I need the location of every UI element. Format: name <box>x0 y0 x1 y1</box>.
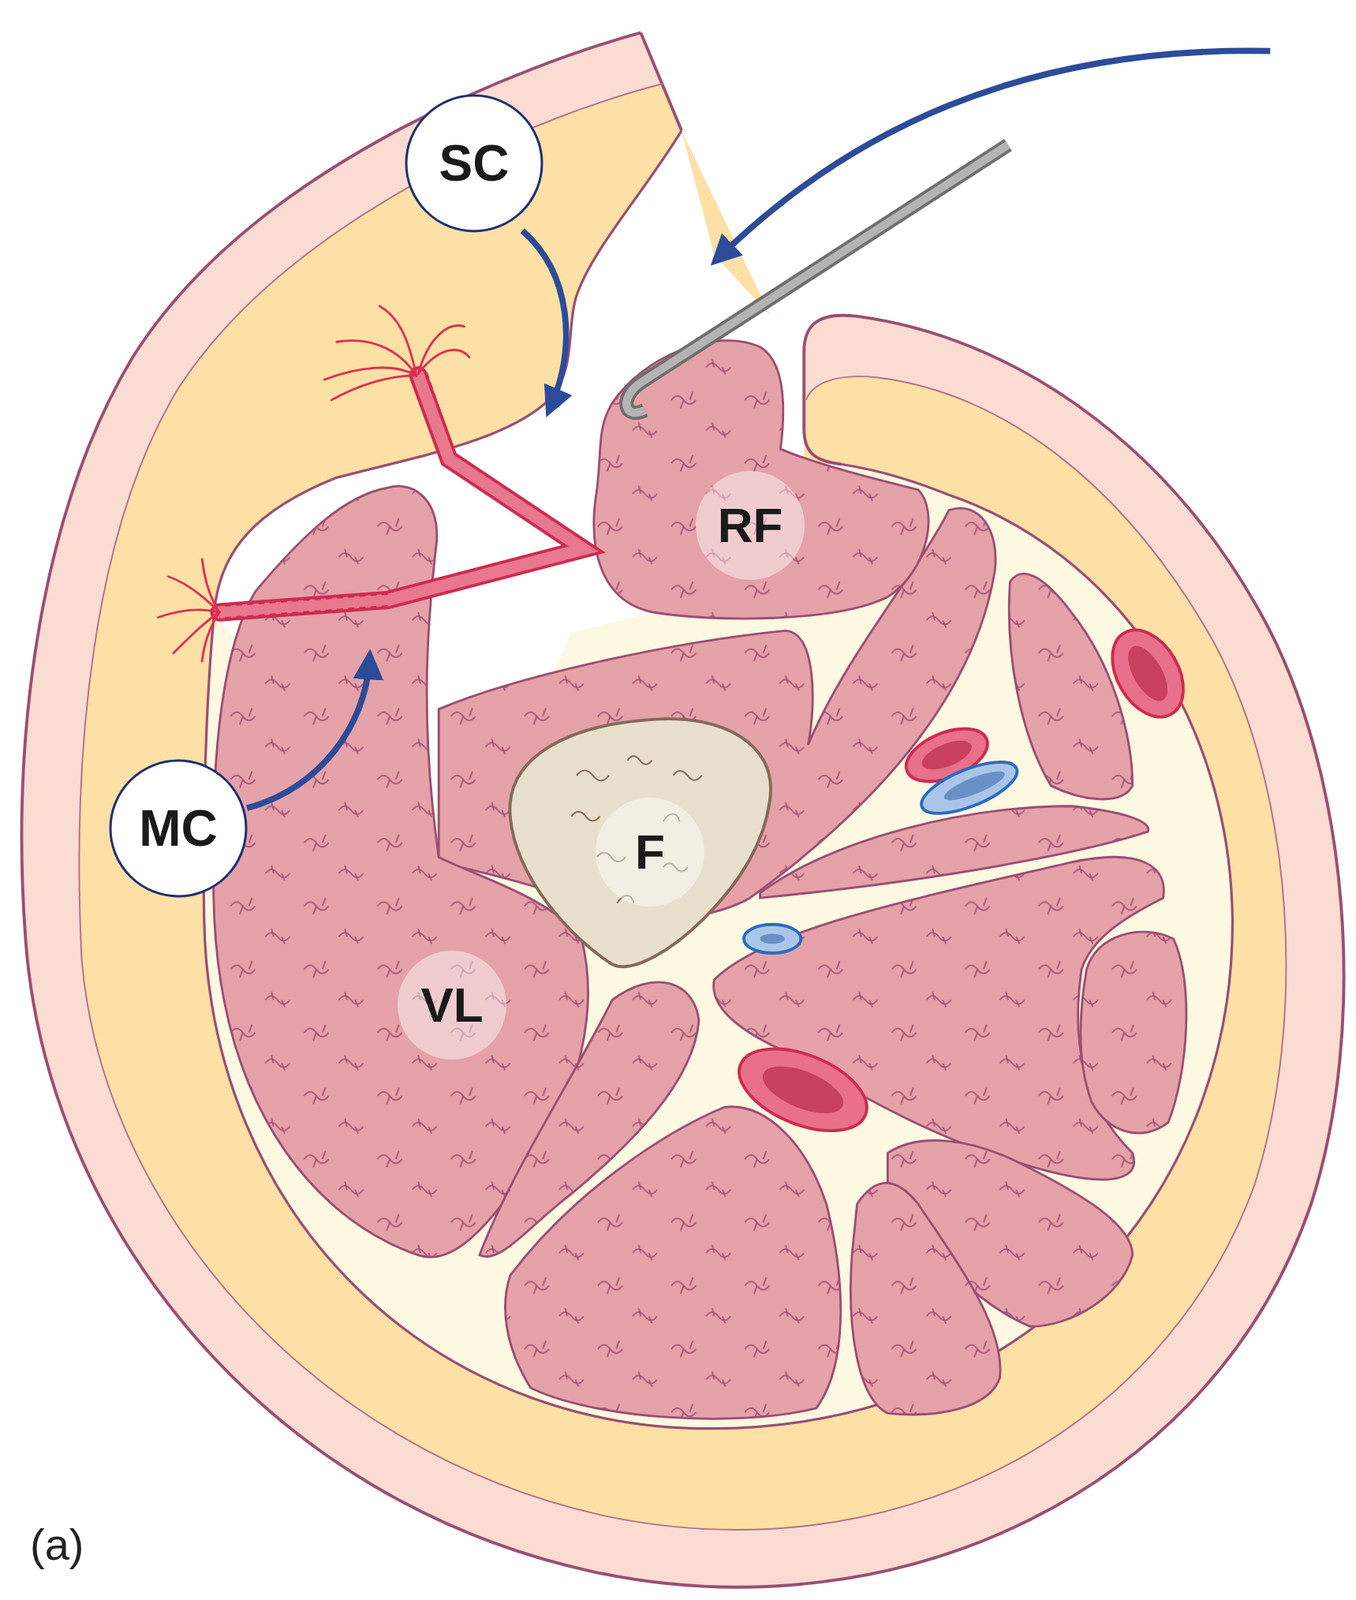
sartorius <box>1008 573 1132 800</box>
marrow-trabecula <box>576 769 609 781</box>
branch <box>168 576 220 613</box>
skin-outline <box>22 32 1345 1587</box>
muscle-marker: F <box>593 795 707 908</box>
vein-lumen <box>760 933 785 944</box>
node-label: F <box>635 827 665 877</box>
fat-fill <box>78 83 1286 1530</box>
branch <box>201 559 220 613</box>
semitendinosus <box>850 1182 1001 1414</box>
pedicle-outline <box>219 375 584 613</box>
femur <box>509 718 771 967</box>
pedicle-hidden <box>219 372 456 619</box>
marrow-trabecula <box>571 811 600 822</box>
branch <box>158 609 221 618</box>
artery <box>727 1032 878 1147</box>
retractor <box>626 145 1009 414</box>
muscles <box>212 340 1187 1420</box>
callout-circle: MC <box>108 758 248 898</box>
muscle-marker: VL <box>395 948 509 1061</box>
flap-cut-edge <box>640 32 682 131</box>
label-halo <box>397 950 507 1060</box>
branch <box>418 350 470 374</box>
label-halo <box>695 470 805 580</box>
approach-arrow <box>719 50 1271 258</box>
node-label: MC <box>138 803 218 854</box>
callout-circle: SC <box>404 93 544 233</box>
perforator-pedicle <box>158 306 584 662</box>
muscle-marker: RF <box>694 469 807 582</box>
vein-lumen <box>941 765 1009 806</box>
branch <box>201 612 220 662</box>
artery-lumen <box>756 1056 850 1123</box>
panel-label: (a) <box>29 1522 84 1567</box>
retractor <box>626 145 1009 414</box>
dermis-line <box>78 83 1286 1530</box>
approach-arrow <box>246 661 370 808</box>
node-label: RF <box>717 500 784 550</box>
circle-outline <box>110 760 247 897</box>
branch <box>324 367 416 380</box>
branch <box>331 375 416 400</box>
pedicle-core <box>219 375 584 613</box>
gracilis <box>1080 931 1187 1133</box>
vein <box>915 751 1024 825</box>
vein <box>743 924 801 953</box>
branch <box>379 306 417 376</box>
vessel-lumen <box>1120 639 1176 707</box>
marrow-trabecula <box>673 770 703 781</box>
marrow-trabecula <box>627 755 652 764</box>
perforator-branches <box>158 306 470 662</box>
label-halo <box>595 797 705 907</box>
skin-fill <box>22 32 1345 1587</box>
approach-arrow <box>522 230 566 406</box>
short-head-biceps <box>479 982 699 1257</box>
node-label: SC <box>439 138 510 189</box>
subcutaneous-vessel <box>1098 617 1199 730</box>
branch <box>173 612 220 654</box>
node-label: VL <box>420 980 483 1030</box>
circle-outline <box>406 95 542 232</box>
